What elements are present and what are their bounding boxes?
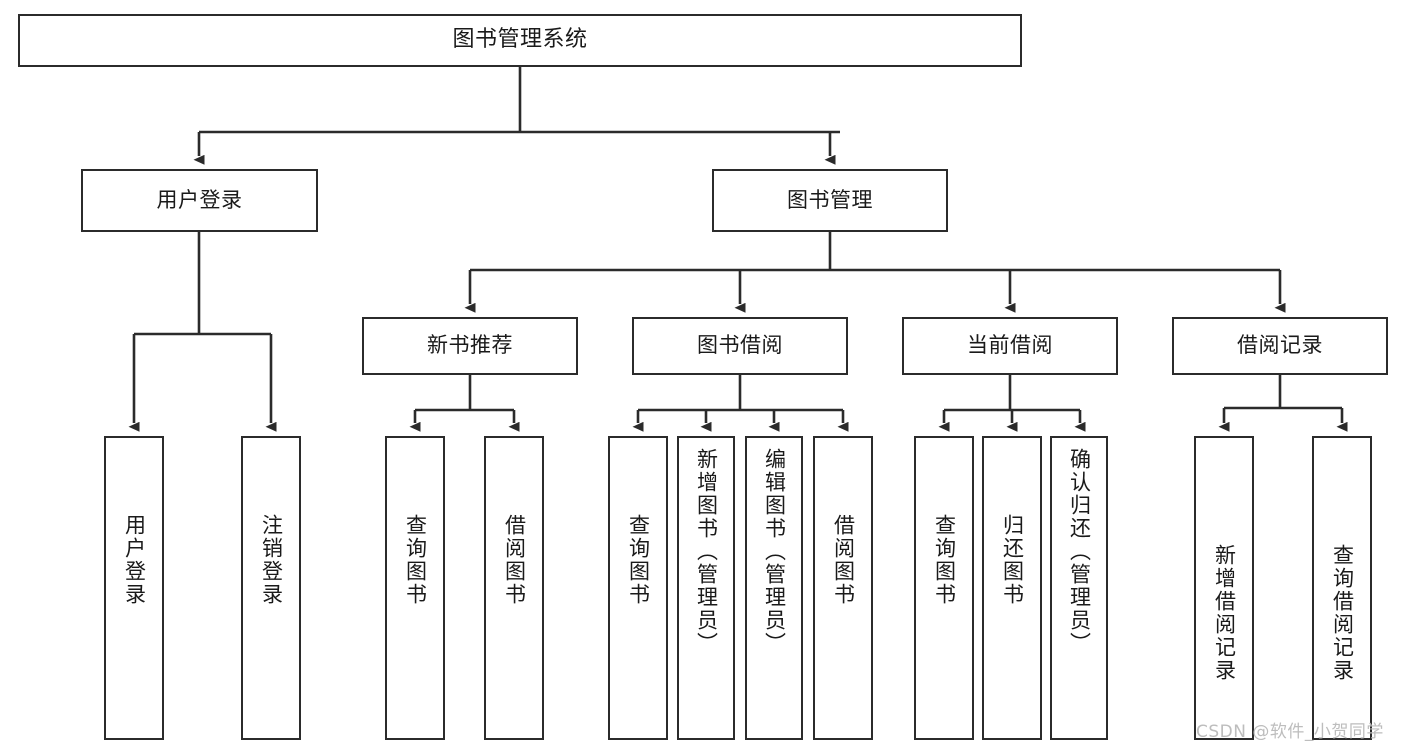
node-root[interactable]: 图书管理系统 bbox=[18, 14, 1022, 67]
node-book-borrow-label: 图书借阅 bbox=[697, 333, 783, 358]
node-leaf-return-book-label: 归还图书 bbox=[1000, 514, 1025, 606]
node-leaf-user-login-label: 用户登录 bbox=[122, 514, 147, 606]
node-new-book-rec-label: 新书推荐 bbox=[427, 333, 513, 358]
node-leaf-confirm-return-label: 确认归还（管理员） bbox=[1067, 448, 1092, 655]
node-leaf-query-book-2-label: 查询图书 bbox=[626, 514, 651, 606]
node-leaf-query-book-3[interactable]: 查询图书 bbox=[914, 436, 974, 740]
node-new-book-rec[interactable]: 新书推荐 bbox=[362, 317, 578, 375]
node-leaf-add-book[interactable]: 新增图书（管理员） bbox=[677, 436, 735, 740]
node-leaf-logout-label: 注销登录 bbox=[259, 514, 284, 606]
node-leaf-borrow-book-2[interactable]: 借阅图书 bbox=[813, 436, 873, 740]
node-leaf-user-login[interactable]: 用户登录 bbox=[104, 436, 164, 740]
node-leaf-confirm-return[interactable]: 确认归还（管理员） bbox=[1050, 436, 1108, 740]
node-leaf-query-book-1-label: 查询图书 bbox=[403, 514, 428, 606]
csdn-watermark: CSDN @软件_小贺同学 bbox=[1196, 722, 1384, 742]
node-leaf-query-book-1[interactable]: 查询图书 bbox=[385, 436, 445, 740]
node-leaf-query-record[interactable]: 查询借阅记录 bbox=[1312, 436, 1372, 740]
node-leaf-add-book-label: 新增图书（管理员） bbox=[694, 448, 719, 655]
node-book-manage-label: 图书管理 bbox=[787, 187, 873, 212]
node-leaf-query-book-2[interactable]: 查询图书 bbox=[608, 436, 668, 740]
node-leaf-edit-book[interactable]: 编辑图书（管理员） bbox=[745, 436, 803, 740]
node-leaf-borrow-book-2-label: 借阅图书 bbox=[831, 514, 856, 606]
node-leaf-logout[interactable]: 注销登录 bbox=[241, 436, 301, 740]
node-leaf-add-record-label: 新增借阅记录 bbox=[1212, 544, 1237, 682]
node-borrow-record-label: 借阅记录 bbox=[1237, 333, 1323, 358]
node-leaf-borrow-book-1-label: 借阅图书 bbox=[502, 514, 527, 606]
node-borrow-record[interactable]: 借阅记录 bbox=[1172, 317, 1388, 375]
node-user-login-label: 用户登录 bbox=[156, 187, 243, 212]
node-leaf-add-record[interactable]: 新增借阅记录 bbox=[1194, 436, 1254, 740]
node-book-borrow[interactable]: 图书借阅 bbox=[632, 317, 848, 375]
node-root-label: 图书管理系统 bbox=[452, 27, 588, 53]
node-leaf-query-record-label: 查询借阅记录 bbox=[1330, 544, 1355, 682]
node-current-borrow-label: 当前借阅 bbox=[967, 333, 1053, 358]
node-user-login[interactable]: 用户登录 bbox=[81, 169, 318, 232]
node-leaf-edit-book-label: 编辑图书（管理员） bbox=[762, 448, 787, 655]
node-leaf-borrow-book-1[interactable]: 借阅图书 bbox=[484, 436, 544, 740]
node-leaf-query-book-3-label: 查询图书 bbox=[932, 514, 957, 606]
node-book-manage[interactable]: 图书管理 bbox=[712, 169, 948, 232]
node-leaf-return-book[interactable]: 归还图书 bbox=[982, 436, 1042, 740]
node-current-borrow[interactable]: 当前借阅 bbox=[902, 317, 1118, 375]
